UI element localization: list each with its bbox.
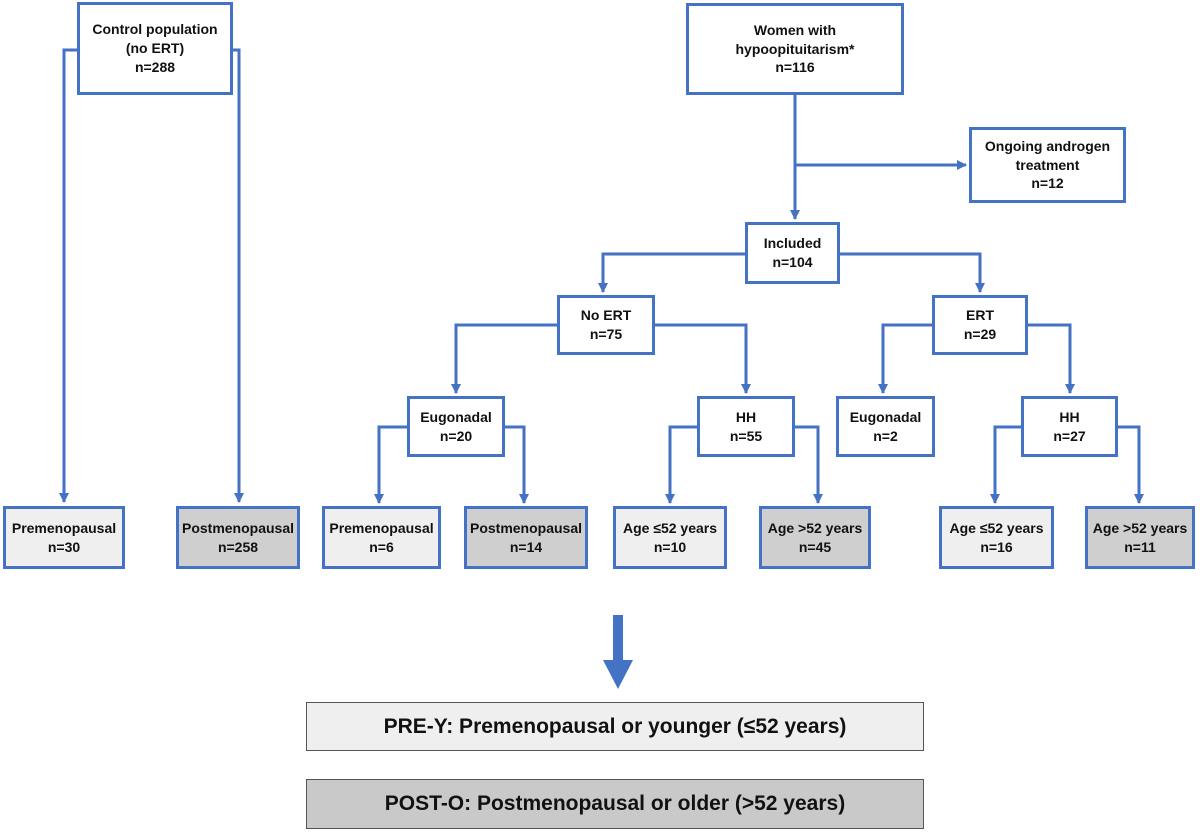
arrow-included-to-no-ert: [598, 252, 745, 293]
arrow-ert-to-eugonadal: [878, 323, 932, 394]
arrow-no-ert-to-hh: [655, 323, 751, 394]
arrow-hh55-to-young: [665, 425, 697, 504]
arrow-hh27-to-young: [990, 425, 1021, 504]
arrow-hh55-to-old: [795, 425, 823, 504]
arrow-included-to-ert: [840, 252, 985, 293]
legend-post-o: POST-O: Postmenopausal or older (>52 yea…: [306, 779, 924, 829]
arrow-ert-to-hh: [1028, 323, 1075, 394]
down-arrow-icon: [603, 615, 633, 689]
arrow-no-ert-to-eugonadal: [451, 323, 557, 394]
legend-pre-y: PRE-Y: Premenopausal or younger (≤52 yea…: [306, 702, 924, 751]
arrow-control-to-postmenopausal: [233, 48, 244, 503]
arrow-eugonadal-to-premenopausal: [374, 425, 407, 504]
control-population-box: Control population(no ERT)n=288: [77, 2, 233, 95]
arrow-eugonadal-to-postmenopausal: [505, 425, 529, 504]
arrow-control-to-premenopausal: [59, 48, 77, 503]
arrow-hh27-to-old: [1118, 425, 1144, 504]
